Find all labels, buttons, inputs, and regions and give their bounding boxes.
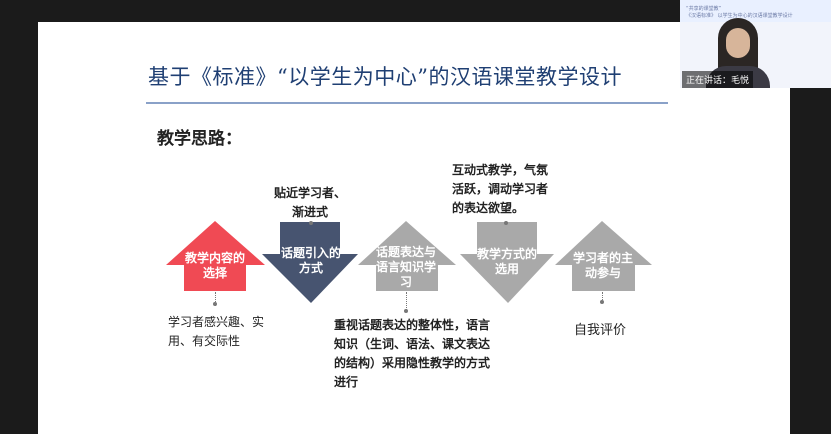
- section-heading: 教学思路：: [157, 129, 242, 149]
- step5-arrow-shape: [555, 221, 652, 291]
- speaker-label: 正在讲话：毛悦: [682, 71, 754, 88]
- step1-connector-dot: [213, 302, 217, 306]
- step3-note: 重视话题表达的整体性，语言知识（生词、语法、课文表达的结构）采用隐性教学的方式进…: [334, 318, 491, 389]
- shared-screen-text-1: “共享的课堂教”: [686, 6, 722, 12]
- step2-arrow-shape: [262, 222, 358, 303]
- step5-connector-dot: [600, 300, 604, 304]
- step4-label: 教学方式的选用: [476, 247, 537, 276]
- step2-label: 话题引入的方式: [281, 246, 342, 275]
- step5-connector: [602, 292, 603, 302]
- step3-connector: [406, 292, 407, 312]
- step5-note: 自我评价: [574, 323, 627, 338]
- step2-note: 贴近学习者、渐进式: [273, 186, 346, 219]
- step4-connector-dot: [504, 221, 508, 225]
- step1-label: 教学内容的选择: [184, 251, 245, 280]
- step3-label: 话题表达与语言知识学习: [375, 245, 436, 289]
- step3-arrow-shape: [358, 221, 456, 291]
- title-divider: [146, 102, 668, 104]
- step3-connector-dot: [404, 309, 408, 313]
- slide-title: 基于《标准》“以学生为中心”的汉语课堂教学设计: [148, 65, 622, 89]
- step4-arrow-shape: [460, 222, 554, 303]
- speaker-face: [726, 28, 750, 58]
- webcam-panel[interactable]: “共享的课堂教” 《汉语标准》 以学生为中心的汉语课堂教学设计 正在讲话：毛悦: [680, 0, 831, 88]
- step1-arrow-shape: [166, 221, 265, 291]
- step4-note: 互动式教学，气氛活跃，调动学习者的表达欲望。: [452, 163, 549, 215]
- step2-connector-dot: [309, 221, 313, 225]
- step5-label: 学习者的主动参与: [572, 251, 633, 280]
- step1-note: 学习者感兴趣、实用、有交际性: [168, 315, 265, 348]
- step1-connector: [215, 292, 216, 306]
- slide: [38, 22, 790, 434]
- shared-screen-text-2: 《汉语标准》 以学生为中心的汉语课堂教学设计: [686, 13, 793, 19]
- shared-screen-thumbnail: “共享的课堂教” 《汉语标准》 以学生为中心的汉语课堂教学设计: [680, 0, 831, 22]
